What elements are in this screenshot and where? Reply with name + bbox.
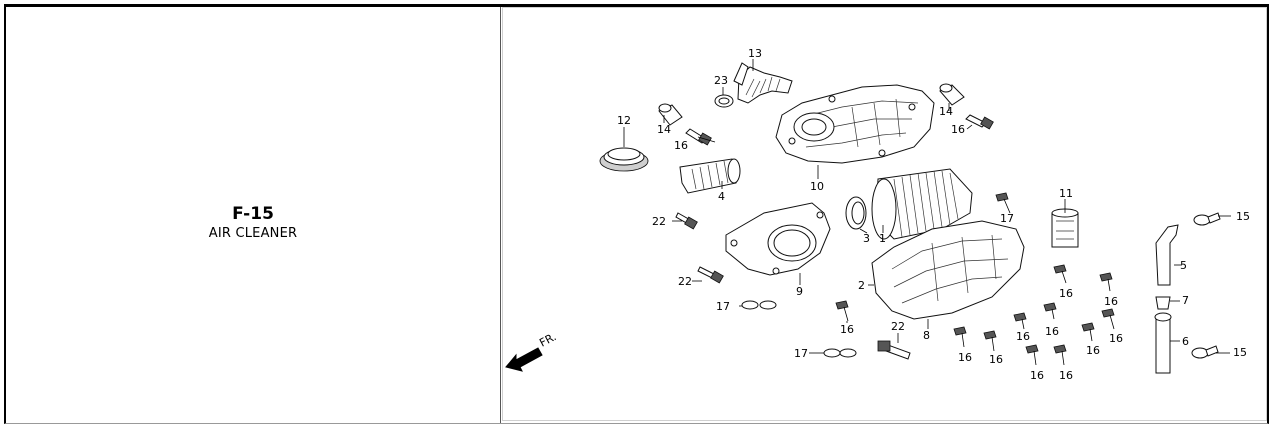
part-22-bolt-c[interactable] — [877, 340, 911, 360]
part-22-bolt-b[interactable] — [697, 266, 724, 284]
small-screws — [675, 192, 1115, 366]
part-18-screw[interactable] — [995, 192, 1011, 214]
callout-14-right: 14 — [939, 105, 953, 118]
callout-17-right: 16 — [951, 123, 965, 136]
callout-16-b: 16 — [1104, 295, 1118, 308]
callout-22-b: 22 — [678, 275, 692, 288]
callout-22-a: 22 — [652, 215, 666, 228]
part-16-screw-e[interactable] — [1101, 308, 1115, 330]
part-15-clip-lower[interactable] — [1191, 345, 1219, 359]
part-19-screw[interactable] — [835, 300, 849, 322]
part-10-air-cleaner-case[interactable] — [775, 84, 935, 164]
diagram-panel — [502, 7, 1267, 421]
front-label: FR. — [537, 330, 558, 349]
part-13-intake-duct[interactable] — [733, 62, 793, 104]
part-16-screw-g[interactable] — [953, 326, 967, 348]
callout-18: 17 — [1000, 212, 1014, 225]
part-16-screw-a[interactable] — [1053, 264, 1067, 284]
section-title: AIR CLEANER — [208, 226, 298, 241]
callout-6: 6 — [1182, 335, 1189, 348]
part-11-sleeve[interactable] — [1051, 208, 1079, 248]
part-15-clip-upper[interactable] — [1193, 212, 1221, 226]
part-22-bolt-a[interactable] — [675, 212, 698, 230]
part-6-drain-tube[interactable] — [1154, 312, 1172, 374]
callout-14-left: 14 — [657, 123, 671, 136]
part-7-drain-plug[interactable] — [1155, 296, 1171, 310]
callout-3: 3 — [863, 232, 870, 245]
part-4-filter-insert[interactable] — [679, 158, 741, 194]
part-1-air-filter-element[interactable] — [871, 168, 973, 240]
part-3-seal-ring[interactable] — [845, 196, 867, 230]
callout-16-f: 16 — [1086, 344, 1100, 357]
callout-16-c: 16 — [1045, 325, 1059, 338]
part-16-screw-b[interactable] — [1099, 272, 1113, 292]
callout-10: 10 — [810, 180, 824, 193]
part-16-screw-c[interactable] — [1043, 302, 1057, 320]
part-16-screw-i[interactable] — [1025, 344, 1039, 366]
front-arrow-icon — [505, 347, 543, 372]
part-17-bolt-right[interactable] — [965, 114, 994, 130]
callout-16-h: 16 — [989, 353, 1003, 366]
callout-2: 2 — [858, 279, 865, 292]
callout-4: 4 — [718, 190, 725, 203]
part-16-screw-f[interactable] — [1081, 322, 1095, 342]
callout-16-d: 16 — [1016, 330, 1030, 343]
callout-1: 1 — [879, 232, 886, 245]
callout-17-left: 16 — [674, 139, 688, 152]
part-14-plug-right[interactable] — [939, 83, 965, 106]
exploded-parts-diagram: 13 23 12 14 16 4 10 22 3 1 2 9 22 17 16 … — [505, 47, 1250, 382]
callout-16-i: 16 — [1030, 369, 1044, 382]
callout-5: 5 — [1180, 259, 1187, 272]
leader-lines — [623, 59, 1231, 354]
part-16-screw-d[interactable] — [1013, 312, 1027, 330]
callout-16-e: 16 — [1109, 332, 1123, 345]
callout-19: 16 — [840, 323, 854, 336]
part-5-drain-hose[interactable] — [1155, 224, 1179, 286]
callout-15-upper: 15 — [1236, 210, 1250, 223]
part-9-connecting-cover[interactable] — [725, 202, 831, 276]
panel-divider — [500, 7, 501, 423]
callout-9: 9 — [796, 285, 803, 298]
callout-16-a: 16 — [1059, 287, 1073, 300]
callout-13: 13 — [748, 47, 762, 60]
callout-8: 8 — [923, 329, 930, 342]
part-20-gasket[interactable] — [741, 300, 777, 310]
callout-22-c: 22 — [891, 320, 905, 333]
section-code: F-15 — [232, 204, 274, 224]
part-14-plug-left[interactable] — [658, 103, 683, 126]
callout-16-j: 16 — [1059, 369, 1073, 382]
part-2-air-cleaner-cover[interactable] — [871, 220, 1025, 320]
callout-15-lower: 15 — [1233, 346, 1247, 359]
front-direction-indicator: FR. — [505, 330, 558, 372]
part-16-screw-j[interactable] — [1053, 344, 1067, 366]
callout-21: 17 — [794, 347, 808, 360]
callout-20: 17 — [716, 300, 730, 313]
callout-7: 7 — [1182, 294, 1189, 307]
callout-labels: 13 23 12 14 16 4 10 22 3 1 2 9 22 17 16 … — [617, 47, 1250, 382]
part-23-clamp[interactable] — [714, 94, 734, 108]
section-info-panel: F-15 AIR CLEANER — [6, 7, 500, 423]
callout-11: 11 — [1059, 187, 1073, 200]
callout-12: 12 — [617, 114, 631, 127]
callout-23: 23 — [714, 74, 728, 87]
part-16-screw-h[interactable] — [983, 330, 997, 352]
callout-16-g: 16 — [958, 351, 972, 364]
page-frame — [4, 4, 1269, 424]
part-21-gasket[interactable] — [823, 348, 857, 358]
part-12-cap[interactable] — [599, 147, 649, 172]
